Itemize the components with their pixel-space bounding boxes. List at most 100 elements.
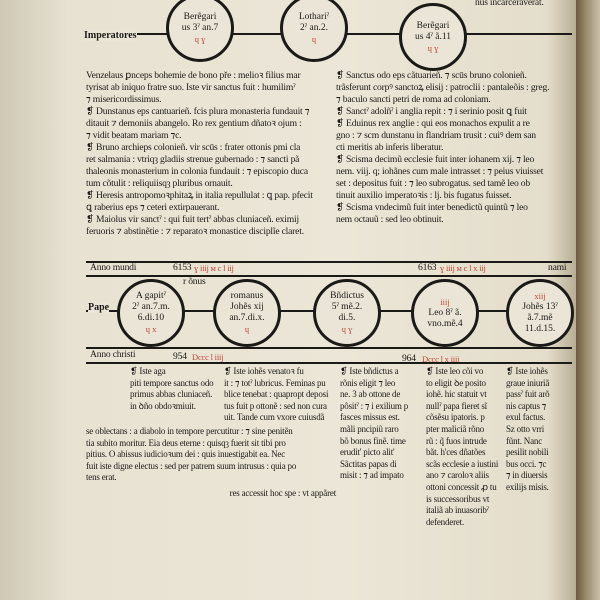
anno-christi-label: Anno christi <box>90 349 136 360</box>
emperor-red-numeral: ɥ <box>311 33 317 44</box>
text-line: ⁊ in diuersis <box>506 470 548 481</box>
text-line: piti tempore sanctus odo <box>130 377 214 388</box>
text-line: cõsẽsu ipatoris. p <box>426 412 485 423</box>
text-line: misit : ⁊ ad impato <box>340 470 404 481</box>
text-line: rũ : q̃ fuos intrude <box>426 435 487 446</box>
text-line: romanus <box>230 291 264 301</box>
text-line: an.7.di.x. <box>229 313 265 323</box>
emperor-reign: us 4ˀ ã.11 <box>414 31 452 42</box>
anno-mundi-bottom-line <box>86 275 572 277</box>
emperor-circle[interactable]: Berẽgari us 4ˀ ã.11 ɥ ɣ <box>399 3 467 71</box>
anno-christi-red: Dccc l x iiij <box>422 354 460 364</box>
text-line: ❡ Sanctus odo eps cãtuarieñ. ⁊ scūs brun… <box>336 70 527 81</box>
text-line: nem. viij. q; iohãnes cum male intrasset… <box>336 166 544 177</box>
text-line: scãs ecclesie a iustini <box>426 458 499 469</box>
text-line: exilijs misis. <box>506 481 549 492</box>
text-line: fũnt. Nanc <box>506 435 542 446</box>
text-line: di.5. <box>338 313 356 323</box>
text-line: ⁊ misericordissimus. <box>86 94 162 105</box>
text-line: tyrisat ab iniquo fratre suo. Iste vir s… <box>86 82 296 93</box>
emperor-name: Berẽgari <box>183 11 217 22</box>
text-line: xiij <box>534 291 546 301</box>
text-line: Johẽs xij <box>230 302 264 312</box>
text-line: ❡ Iste leo cõi vo <box>426 366 484 376</box>
text-line: 6.di.10 <box>137 313 165 323</box>
column-3-tail: res accessit hoc spe : vt appãret <box>229 487 337 498</box>
anno-christi-value: 964 <box>402 353 416 364</box>
text-line: ne. 3 ab ottone de <box>340 389 401 400</box>
text-line: Sz otto vrri <box>506 423 545 434</box>
anno-mundi-red: ɣ iiij ᴍ c l x iij <box>440 263 486 273</box>
pape-label: Pape <box>88 302 110 313</box>
text-line: nullˀ papa fieret sĩ <box>426 400 487 411</box>
column-3-tail-wrap: res accessit hoc spe : vt appãret <box>86 487 337 500</box>
emperor-circle[interactable]: Lothariˀ 2ˀ an.2. ɥ <box>280 0 348 62</box>
text-line: se oblectans : a diabolo in tempore perc… <box>86 425 293 436</box>
text-line: ❡ Iste aga <box>130 366 166 376</box>
anno-mundi-value: 6153 <box>173 262 192 273</box>
anno-christi-red: Dccc l iiij <box>192 352 224 362</box>
text-line: ❡ Sanctˀ adolñˀ i anglia repit : ⁊ i ser… <box>336 106 527 117</box>
text-line: A gapitˀ <box>135 291 167 301</box>
text-line: primus abbas cluniaceñ. <box>130 389 213 400</box>
text-line: ❡ Eduinus rex anglie : qui eos monachos … <box>336 118 530 129</box>
left-text-block: Venzelaus ꝑnceps bohemie de bono pře : m… <box>86 70 330 238</box>
anno-christi-bottom-line <box>86 362 572 364</box>
text-line: 2ˀ an.7.m. <box>132 302 170 312</box>
emperor-red-numeral: ɥ ɣ <box>194 33 206 44</box>
text-line: trãsferunt corpꝰ sanctoꝝ elisij : patroc… <box>336 82 550 93</box>
right-text-block: ❡ Sanctus odo eps cãtuarieñ. ⁊ scūs brun… <box>336 70 572 226</box>
text-line: nem octauũ : sed leo obtinuit. <box>336 214 444 225</box>
text-line: mãli pncipiũ raro <box>340 423 399 434</box>
text-line: ditauit ⁊ demoniis abangelo. Ro rex gent… <box>86 118 302 129</box>
text-line: pesilit nobili <box>506 447 549 458</box>
anno-mundi-right: nami <box>548 262 567 273</box>
text-line: Bñdictus <box>330 291 364 301</box>
text-line: bãt. h'ces dñatões <box>426 447 486 458</box>
text-line: graue iniuriã <box>506 377 550 388</box>
column-long: se oblectans : a diabolo in tempore perc… <box>86 426 336 484</box>
emperor-circle[interactable]: Berẽgari us 3ˀ an.7 ɥ ɣ <box>166 0 234 62</box>
text-line: set : depositus fuit : ⁊ leo subrogatus.… <box>336 178 530 189</box>
emperor-red-numeral: ɥ ɣ <box>427 42 439 53</box>
text-line: tus fuit p ottonẽ : sed non cura <box>224 400 327 411</box>
text-line: ⁊ vidit beatam mariam ⁊c. <box>86 130 182 141</box>
text-line: ❡ Scisma decimũ ecclesie fuit inter ioha… <box>336 154 535 165</box>
text-line: ɥ ɣ <box>341 324 353 334</box>
book-page <box>0 0 576 600</box>
text-line: ❡ Iste iohẽs venatoꝛ fu <box>224 366 304 376</box>
anno-mundi-red: ɣ iiij ᴍ c l iij <box>194 263 234 273</box>
text-line: exul factus. <box>506 412 546 423</box>
text-line: ❡ Dunstanus eps cantuarieñ. fcis plura m… <box>86 106 310 117</box>
text-line: ret salmania : vtriqȝ gladiis strenue gu… <box>86 154 300 165</box>
text-line: tia subito moritur. Eia deus eterne : qu… <box>86 437 286 448</box>
emperor-reign: us 3ˀ an.7 <box>181 22 219 33</box>
text-line: nis captus ⁊ <box>506 400 547 411</box>
text-line: pitius. O abissus iudicioꝛum dei : quis … <box>86 449 285 460</box>
text-line: ⁊ baculo sancti petri de roma ad colonia… <box>336 94 491 105</box>
text-line: tinuit auxilio imperatoꝛis : lj. bis fug… <box>336 190 512 201</box>
text-line: iiij <box>440 296 450 307</box>
text-line: ❡ Scisma vndecimũ fuit inter benedictũ q… <box>336 202 528 213</box>
text-line: ❡ Bruno archieps colonieñ. vir scūs : fr… <box>86 142 301 153</box>
emperor-reign: 2ˀ an.2. <box>300 22 328 33</box>
anno-christi-value: 954 <box>173 351 187 362</box>
anno-mundi-label: Anno mundi <box>90 262 137 273</box>
text-line: feruoris ⁊ abstinẽtie : ⁊ reparatoꝛ mona… <box>86 226 304 237</box>
emperor-name: Lothariˀ <box>298 11 330 22</box>
text-line: italiã ab inuasoribˀ defenderet. <box>426 505 489 527</box>
text-line: pôsitˀ : ⁊ i exilium p <box>340 400 409 411</box>
text-line: in ꝺño obdoꝛmiuit. <box>130 400 196 411</box>
text-line: uit. Tande cum vxore cuiusdã <box>224 412 325 423</box>
text-line: ã.7.mẽ <box>527 313 553 323</box>
text-line: is successoribus vt <box>426 493 490 504</box>
